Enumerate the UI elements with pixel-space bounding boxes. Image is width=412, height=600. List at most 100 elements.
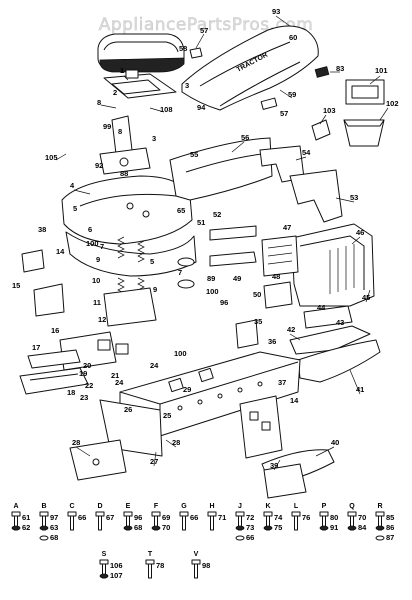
hardware-part-number[interactable]: 68 xyxy=(50,533,58,542)
callout-label[interactable]: 57 xyxy=(200,26,208,35)
callout-label[interactable]: 93 xyxy=(272,7,280,16)
hardware-item-g[interactable]: G66 xyxy=(179,503,198,531)
callout-label[interactable]: 105 xyxy=(45,153,58,162)
bracket-50[interactable] xyxy=(263,281,293,309)
callout-label[interactable]: 100 xyxy=(86,239,99,248)
hardware-item-l[interactable]: L76 xyxy=(291,503,310,531)
callout-label[interactable]: 3 xyxy=(152,134,156,143)
rubber-bumpers[interactable] xyxy=(177,257,195,289)
bracket-15[interactable] xyxy=(33,283,65,317)
hardware-part-number[interactable]: 97 xyxy=(50,513,58,522)
hardware-part-number[interactable]: 66 xyxy=(190,513,198,522)
callout-label[interactable]: 100 xyxy=(174,349,187,358)
callout-label[interactable]: 65 xyxy=(177,206,185,215)
hood[interactable]: TRACTOR xyxy=(181,25,319,111)
bracket-38[interactable] xyxy=(21,249,45,273)
callout-label[interactable]: 25 xyxy=(163,411,171,420)
callout-label[interactable]: 99 xyxy=(103,122,111,131)
hardware-part-number[interactable]: 62 xyxy=(22,523,30,532)
fender-lower[interactable] xyxy=(65,231,197,277)
callout-label[interactable]: 4 xyxy=(70,181,75,190)
callout-label[interactable]: 83 xyxy=(336,64,344,73)
callout-label[interactable]: 16 xyxy=(51,326,59,335)
grille-screen[interactable] xyxy=(345,79,385,105)
callout-label[interactable]: 9 xyxy=(96,255,100,264)
callout-label[interactable]: 47 xyxy=(283,223,291,232)
pedal-bracket-35[interactable] xyxy=(235,319,259,349)
hardware-part-number[interactable]: 66 xyxy=(78,513,86,522)
callout-label[interactable]: 88 xyxy=(120,169,128,178)
callout-label[interactable]: 103 xyxy=(323,106,336,115)
callout-label[interactable]: 92 xyxy=(95,161,103,170)
callout-label[interactable]: 40 xyxy=(331,438,339,447)
callout-label[interactable]: 39 xyxy=(270,461,278,470)
callout-label[interactable]: 55 xyxy=(190,150,198,159)
callout-label[interactable]: 94 xyxy=(197,103,206,112)
seat[interactable] xyxy=(97,33,185,73)
hardware-part-number[interactable]: 85 xyxy=(386,513,394,522)
callout-label[interactable]: 8 xyxy=(118,127,122,136)
callout-label[interactable]: 20 xyxy=(83,361,91,370)
callout-label[interactable]: 12 xyxy=(98,315,106,324)
callout-label[interactable]: 5 xyxy=(150,257,154,266)
callout-label[interactable]: 8 xyxy=(97,98,101,107)
callout-label[interactable]: 54 xyxy=(302,148,311,157)
callout-label[interactable]: 22 xyxy=(85,381,93,390)
callout-label[interactable]: 24 xyxy=(150,361,159,370)
callout-label[interactable]: 41 xyxy=(356,385,364,394)
callout-label[interactable]: 26 xyxy=(124,405,132,414)
callout-label[interactable]: 44 xyxy=(317,303,326,312)
callout-label[interactable]: 58 xyxy=(179,44,187,53)
battery-box[interactable] xyxy=(343,119,385,147)
hardware-part-number[interactable]: 61 xyxy=(22,513,30,522)
callout-label[interactable]: 27 xyxy=(150,457,158,466)
callout-label[interactable]: 101 xyxy=(375,66,388,75)
hardware-part-number[interactable]: 84 xyxy=(358,523,367,532)
footrest-17[interactable] xyxy=(27,349,81,369)
hardware-item-d[interactable]: D67 xyxy=(95,503,114,531)
callout-label[interactable]: 49 xyxy=(233,274,241,283)
callout-label[interactable]: 14 xyxy=(290,396,299,405)
hardware-part-number[interactable]: 78 xyxy=(156,561,164,570)
support-44[interactable] xyxy=(303,305,353,329)
callout-label[interactable]: 21 xyxy=(111,371,119,380)
callout-label[interactable]: 3 xyxy=(185,81,189,90)
bracket-51[interactable] xyxy=(209,225,257,267)
callout-label[interactable]: 24 xyxy=(115,378,124,387)
bumper-42[interactable] xyxy=(289,325,371,355)
callout-label[interactable]: 89 xyxy=(207,274,215,283)
callout-label[interactable]: 7 xyxy=(178,268,182,277)
hardware-part-number[interactable]: 76 xyxy=(302,513,310,522)
callout-label[interactable]: 28 xyxy=(172,438,180,447)
grille-housing[interactable] xyxy=(291,223,375,307)
callout-label[interactable]: 102 xyxy=(386,99,399,108)
callout-label[interactable]: 37 xyxy=(278,378,286,387)
hardware-part-number[interactable]: 106 xyxy=(110,561,123,570)
callout-label[interactable]: 50 xyxy=(253,290,261,299)
callout-label[interactable]: 57 xyxy=(280,109,288,118)
decal-57[interactable] xyxy=(260,97,278,110)
callout-label[interactable]: 45 xyxy=(362,293,370,302)
callout-label[interactable]: 36 xyxy=(268,337,276,346)
hardware-part-number[interactable]: 107 xyxy=(110,571,123,580)
footrest-18[interactable] xyxy=(19,367,89,395)
hardware-item-c[interactable]: C66 xyxy=(67,503,86,531)
hardware-part-number[interactable]: 71 xyxy=(218,513,226,522)
callout-label[interactable]: 108 xyxy=(160,105,173,114)
callout-label[interactable]: 17 xyxy=(32,343,40,352)
callout-label[interactable]: 5 xyxy=(73,204,77,213)
hardware-part-number[interactable]: 87 xyxy=(386,533,394,542)
callout-label[interactable]: 43 xyxy=(336,318,344,327)
hardware-part-number[interactable]: 98 xyxy=(202,561,210,570)
callout-label[interactable]: 6 xyxy=(88,225,92,234)
callout-label[interactable]: 10 xyxy=(92,276,100,285)
callout-label[interactable]: 29 xyxy=(183,385,191,394)
callout-label[interactable]: 23 xyxy=(80,393,88,402)
steering-support[interactable] xyxy=(99,115,151,175)
